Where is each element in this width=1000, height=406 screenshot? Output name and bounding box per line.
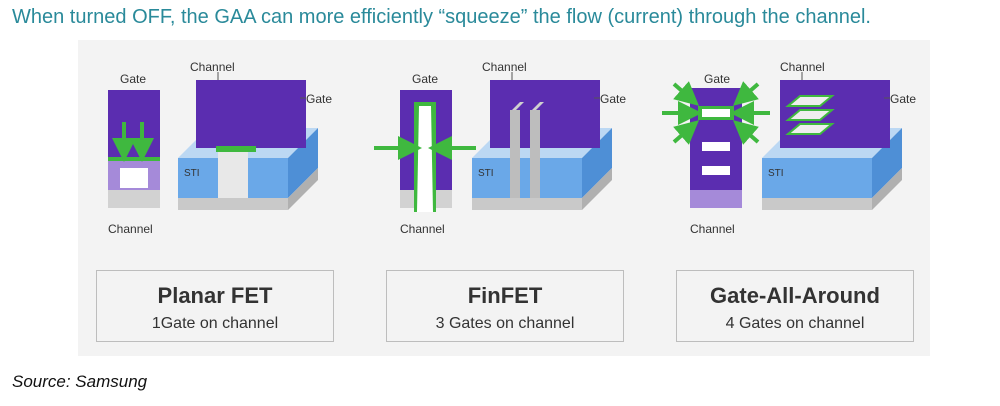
planar-channel-bottom-label: Channel — [108, 222, 153, 236]
finfet-channel-top-label: Channel — [482, 60, 527, 74]
headline: When turned OFF, the GAA can more effici… — [12, 6, 871, 28]
card-planar-fet: Planar FET 1Gate on channel — [96, 270, 334, 342]
finfet-cross-section — [374, 90, 476, 212]
card-subtitle: 3 Gates on channel — [435, 315, 575, 332]
finfet-3d — [472, 80, 612, 210]
source-credit: Source: Samsung — [12, 372, 148, 391]
gaa-gate-label: Gate — [704, 72, 731, 86]
card-title: Planar FET — [157, 283, 273, 308]
gaa-gate-side-label: Gate — [890, 92, 917, 106]
planar-3d — [178, 80, 318, 210]
card-title: Gate-All-Around — [710, 283, 880, 308]
gaa-3d — [762, 80, 902, 210]
planar-gate-label: Gate — [120, 72, 147, 86]
planar-sti-label: STI — [184, 168, 200, 179]
card-gate-all-around: Gate-All-Around 4 Gates on channel — [676, 270, 914, 342]
finfet-gate-label: Gate — [412, 72, 439, 86]
gaa-sti-label: STI — [768, 168, 784, 179]
gaa-channel-bottom-label: Channel — [690, 222, 735, 236]
finfet-sti-label: STI — [478, 168, 494, 179]
planar-cross-section — [108, 90, 160, 208]
transistor-illustrations — [108, 72, 902, 212]
card-subtitle: 4 Gates on channel — [725, 315, 865, 332]
card-subtitle: 1Gate on channel — [151, 315, 279, 332]
planar-channel-top-label: Channel — [190, 60, 235, 74]
gaa-cross-section — [662, 81, 770, 208]
diagram-panel: Gate Channel Gate STI Channel Gate Chann… — [78, 40, 930, 356]
card-finfet: FinFET 3 Gates on channel — [386, 270, 624, 342]
card-title: FinFET — [467, 283, 543, 308]
finfet-channel-bottom-label: Channel — [400, 222, 445, 236]
finfet-gate-side-label: Gate — [600, 92, 627, 106]
gaa-channel-top-label: Channel — [780, 60, 825, 74]
planar-gate-side-label: Gate — [306, 92, 333, 106]
